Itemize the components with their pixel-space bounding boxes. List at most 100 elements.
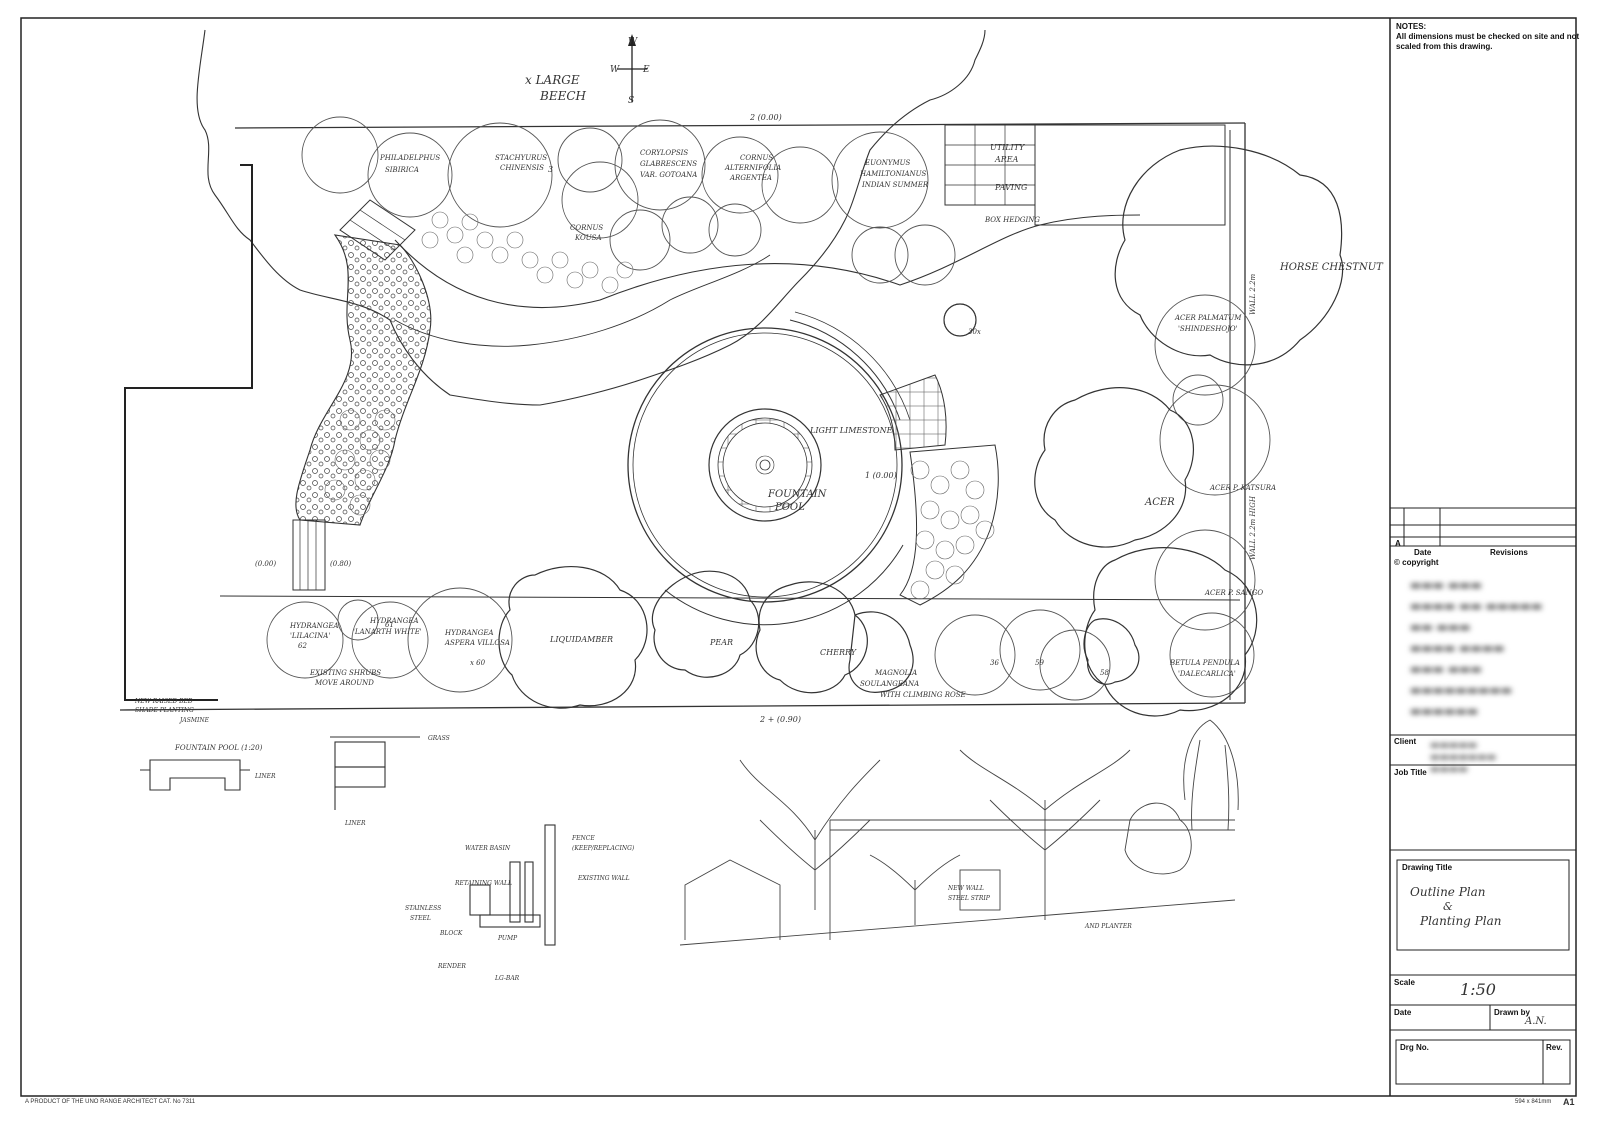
steps-top bbox=[339, 199, 416, 261]
drg-no-label: Drg No. bbox=[1400, 1043, 1429, 1052]
num-36: 36 bbox=[990, 659, 999, 667]
label-cornus-kousa: CORNUS bbox=[570, 224, 603, 232]
label-acer-palmatum: ACER PALMATUM bbox=[1174, 314, 1242, 322]
compass-e: E bbox=[642, 65, 650, 75]
section-new-wall: NEW WALL bbox=[947, 885, 984, 892]
notes-text-2: scaled from this drawing. bbox=[1396, 42, 1493, 51]
label-paving: PAVING bbox=[994, 183, 1028, 192]
drawing-title-line3: Planting Plan bbox=[1420, 914, 1502, 928]
label-pear: PEAR bbox=[709, 638, 733, 647]
revision-col-a: A bbox=[1395, 539, 1401, 548]
designer-address-blurred: ▬▬▬ ▬▬▬▬▬▬▬ ▬▬ ▬▬▬▬▬▬▬ ▬▬▬▬▬▬▬ ▬▬▬▬▬▬▬ ▬… bbox=[1410, 578, 1543, 718]
label-large-beech: x LARGE bbox=[525, 73, 580, 87]
section-retain-wall: RETAINING WALL bbox=[454, 880, 512, 887]
label-stachyurus: STACHYURUS bbox=[495, 154, 547, 162]
label-acer-katsura: ACER P. KATSURA bbox=[1209, 484, 1276, 492]
label-hydrangea-1: HYDRANGEA bbox=[289, 622, 339, 630]
label-hydrangea-1b: 'LILACINA' bbox=[290, 632, 330, 640]
label-magnolia-2: SOULANGEANA bbox=[860, 680, 919, 688]
label-wall-2: WALL 2.2m HIGH bbox=[1249, 495, 1257, 560]
section-liner-2: LINER bbox=[344, 820, 366, 827]
label-pool: POOL bbox=[774, 502, 805, 513]
boundary-top bbox=[234, 122, 1246, 129]
compass-n: W bbox=[628, 37, 638, 47]
section-steel: STEEL bbox=[410, 915, 431, 922]
fountain-pool bbox=[627, 311, 911, 626]
label-euonymus-2: HAMILTONIANUS bbox=[859, 170, 927, 178]
steps-bottom bbox=[292, 519, 326, 591]
client-label: Client bbox=[1394, 737, 1417, 746]
section-lg-bar: LG-BAR bbox=[494, 975, 520, 982]
label-box-hedging: BOX HEDGING bbox=[984, 216, 1040, 224]
boundary-bottom bbox=[119, 702, 1246, 711]
label-acer-palmatum-2: 'SHINDESHOJO' bbox=[1178, 325, 1238, 333]
label-new-raised-3: JASMINE bbox=[178, 717, 210, 724]
dim-top: 2 (0.00) bbox=[749, 113, 782, 122]
beech-canopy bbox=[196, 29, 986, 406]
footer-sheet-size: A1 bbox=[1563, 1097, 1575, 1107]
label-utility: UTILITY bbox=[990, 143, 1025, 152]
label-large-beech-2: BEECH bbox=[539, 89, 587, 103]
label-utility-2: AREA bbox=[994, 155, 1019, 164]
section-fountain-pool: FOUNTAIN POOL (1:20) bbox=[174, 744, 263, 752]
section-grass: GRASS bbox=[428, 735, 450, 742]
sheet-border bbox=[20, 17, 1577, 1097]
shrub-circles bbox=[266, 116, 1271, 701]
utility-area bbox=[944, 124, 1226, 226]
tree-canopies bbox=[498, 145, 1344, 717]
date-label: Date bbox=[1394, 1008, 1412, 1017]
job-title-label: Job Title bbox=[1394, 768, 1427, 777]
revision-col-revisions: Revisions bbox=[1490, 548, 1528, 557]
label-horse-chestnut: HORSE CHESTNUT bbox=[1279, 262, 1384, 273]
section-fence: FENCE bbox=[571, 835, 595, 842]
section-and-stone: AND PLANTER bbox=[1084, 923, 1132, 930]
compass-s: S bbox=[628, 96, 634, 106]
limestone-paving bbox=[879, 374, 947, 451]
label-cherry: CHERRY bbox=[820, 648, 857, 657]
section-fence-2: (KEEP/REPLACING) bbox=[572, 845, 635, 852]
label-hydrangea-2: HYDRANGEA bbox=[369, 617, 419, 625]
footer-paper-size: 594 x 841mm bbox=[1515, 1099, 1552, 1105]
drawing-title-line2: & bbox=[1443, 900, 1453, 913]
num-60: x 60 bbox=[470, 659, 486, 667]
section-water-basin: WATER BASIN bbox=[465, 845, 511, 852]
label-hydrangea-3: HYDRANGEA bbox=[444, 629, 494, 637]
house-outline bbox=[124, 164, 253, 701]
dim-steps: (0.00) bbox=[255, 560, 276, 568]
label-corylopsis: CORYLOPSIS bbox=[640, 149, 688, 157]
label-euonymus-3: INDIAN SUMMER bbox=[861, 181, 929, 189]
num-3: 3 bbox=[548, 165, 553, 174]
label-corylopsis-3: VAR. GOTOANA bbox=[640, 171, 697, 179]
label-hydrangea-2b: 'LANARTH WHITE' bbox=[353, 628, 422, 636]
beech-canopy-inner bbox=[394, 254, 771, 347]
label-liquidamber: LIQUIDAMBER bbox=[549, 635, 613, 644]
section-stainless: STAINLESS bbox=[405, 905, 441, 912]
dim-bottom: 2 + (0.90) bbox=[759, 715, 801, 724]
label-betula: BETULA PENDULA bbox=[1169, 659, 1240, 667]
num-61: 61 bbox=[385, 621, 394, 629]
section-steel-strip: STEEL STRIP bbox=[948, 895, 991, 902]
section-liner: LINER bbox=[254, 773, 276, 780]
label-cornus-alt-2: ALTERNIFOLIA bbox=[724, 164, 781, 172]
label-euonymus: EUONYMUS bbox=[864, 159, 911, 167]
elevation-sketch bbox=[679, 719, 1239, 946]
plan-labels: x LARGE BEECH HORSE CHESTNUT ACER FOUNTA… bbox=[134, 73, 1384, 724]
footer-product-note: A PRODUCT OF THE UNO RANGE ARCHITECT CAT… bbox=[25, 1099, 196, 1105]
title-block bbox=[1390, 507, 1576, 1085]
scale-value: 1:50 bbox=[1460, 980, 1496, 999]
label-betula-2: 'DALECARLICA' bbox=[1178, 670, 1236, 678]
section-fountain bbox=[140, 736, 420, 810]
section-block: BLOCK bbox=[439, 930, 463, 937]
label-new-raised: NEW RAISED BED bbox=[134, 698, 193, 705]
notes-heading: NOTES: bbox=[1396, 22, 1427, 31]
section-labels: FOUNTAIN POOL (1:20) LINER GRASS LINER W… bbox=[174, 735, 1132, 982]
label-existing-shrubs-2: MOVE AROUND bbox=[314, 679, 374, 687]
num-59: 59 bbox=[1035, 659, 1044, 667]
client-name-blurred: ▬▬▬▬▬▬▬▬▬▬▬▬▬▬▬▬ bbox=[1430, 740, 1497, 775]
num-58: 58 bbox=[1100, 669, 1109, 677]
label-magnolia: MAGNOLIA bbox=[874, 669, 917, 677]
drawn-by-value: A.N. bbox=[1525, 1016, 1547, 1027]
drawn-by-label: Drawn by bbox=[1494, 1008, 1531, 1017]
label-cornus-alt: CORNUS bbox=[740, 154, 773, 162]
